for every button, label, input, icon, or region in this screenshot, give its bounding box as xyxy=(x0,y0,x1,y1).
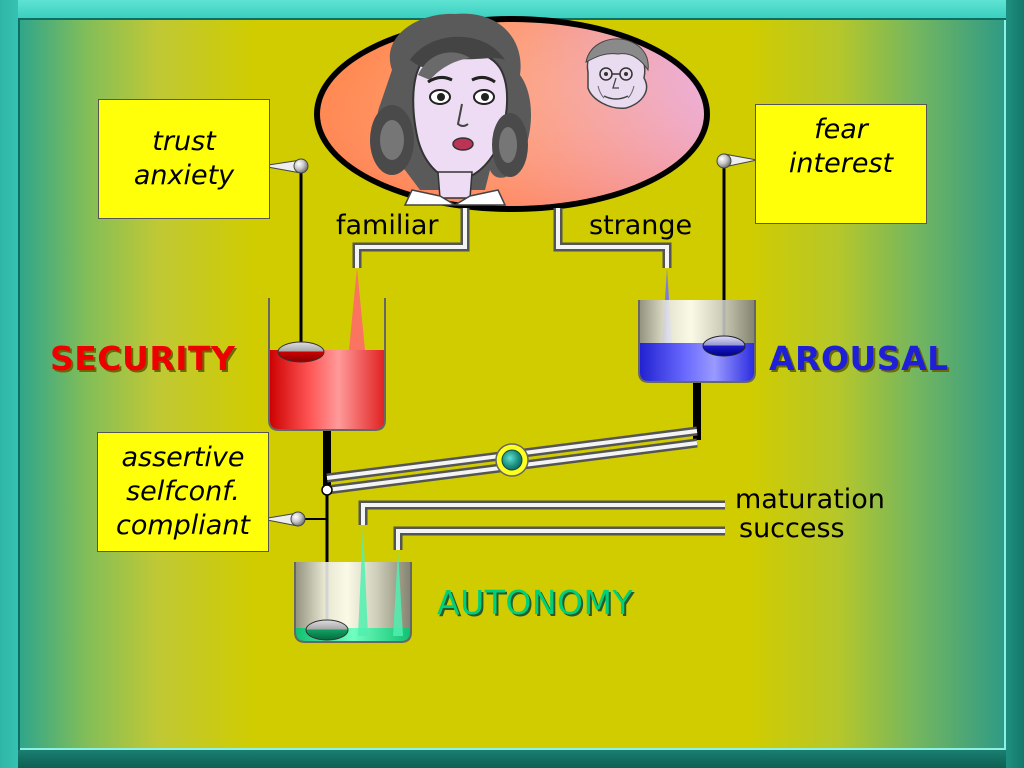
old-woman-face-picture xyxy=(585,38,649,109)
maturation-label: maturation xyxy=(735,484,885,515)
frame-right xyxy=(1006,0,1024,768)
frame-top xyxy=(0,0,1024,18)
security-feelings-box: trust anxiety xyxy=(98,99,270,219)
success-pipe xyxy=(393,526,725,550)
compliant-label: compliant xyxy=(115,509,251,541)
junction-node xyxy=(321,484,333,496)
security-float xyxy=(277,341,325,363)
arousal-feelings-box: fear interest xyxy=(755,104,927,224)
anxiety-label: anxiety xyxy=(133,160,235,191)
interest-label: interest xyxy=(788,147,894,179)
security-tank xyxy=(268,298,386,431)
pivot-knob xyxy=(495,443,529,477)
woman-face-picture xyxy=(370,13,532,206)
trust-label: trust xyxy=(152,126,216,158)
selfconf-label: selfconf. xyxy=(126,476,240,508)
frame-left xyxy=(0,0,18,768)
maturation-pipe xyxy=(358,500,725,525)
arousal-float xyxy=(702,335,746,357)
arousal-label: AROUSAL xyxy=(769,339,949,378)
frame-bottom xyxy=(0,750,1024,768)
security-sensor-pointer xyxy=(261,158,309,174)
autonomy-label: AUTONOMY xyxy=(437,583,634,622)
autonomy-sensor-pointer xyxy=(261,511,306,527)
autonomy-feelings-box: assertive selfconf. compliant xyxy=(97,432,269,552)
strange-label: strange xyxy=(589,210,693,241)
fear-label: fear xyxy=(814,114,868,145)
familiar-pipe xyxy=(349,208,470,350)
autonomy-float xyxy=(305,619,349,641)
success-label: success xyxy=(739,513,845,544)
familiar-label: familiar xyxy=(336,210,439,241)
assertive-label: assertive xyxy=(121,442,245,474)
arousal-sensor-pointer xyxy=(716,153,758,169)
security-label: SECURITY xyxy=(50,339,236,378)
